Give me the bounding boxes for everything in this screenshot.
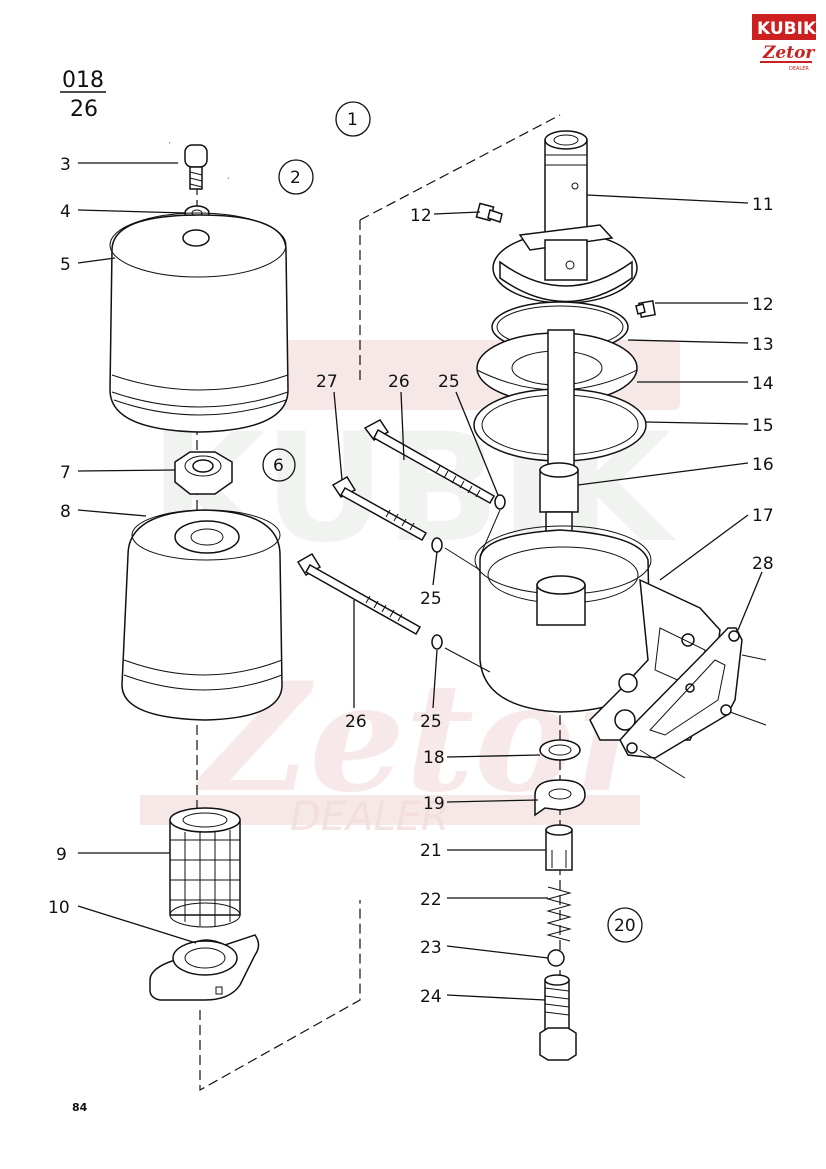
callout-9: 9 <box>56 845 67 865</box>
callout-12b: 12 <box>752 295 774 315</box>
callout-27: 27 <box>316 372 338 392</box>
callout-23: 23 <box>420 938 442 958</box>
callout-10: 10 <box>48 898 70 918</box>
filter-cover <box>109 212 289 433</box>
mesh-filter <box>169 807 241 928</box>
callout-11: 11 <box>752 195 774 215</box>
callout-26b: 26 <box>345 712 367 732</box>
page-number: 84 <box>72 1101 88 1114</box>
group-circle-2 <box>278 159 314 195</box>
ball-23 <box>547 949 565 967</box>
svg-text:6: 6 <box>273 456 284 476</box>
svg-text:KUBIK: KUBIK <box>757 19 817 39</box>
washer-25b <box>431 537 443 553</box>
bolt-26-lower <box>296 552 422 636</box>
svg-text:26: 26 <box>70 97 98 122</box>
callout-13: 13 <box>752 335 774 355</box>
callout-7: 7 <box>60 463 71 483</box>
svg-text:1: 1 <box>347 110 358 130</box>
group-code: 018 26 <box>60 68 106 122</box>
bleed-screw <box>169 141 229 190</box>
callout-25b: 25 <box>420 589 442 609</box>
wing-nut <box>149 934 260 1001</box>
callout-26a: 26 <box>388 372 410 392</box>
plug-screw-24 <box>539 974 577 1061</box>
callout-14: 14 <box>752 374 774 394</box>
svg-text:20: 20 <box>614 916 636 936</box>
small-screw-12a <box>475 202 503 223</box>
nut-7 <box>174 451 233 495</box>
washer-18 <box>539 739 581 761</box>
group-circle-1 <box>335 101 371 137</box>
group-circle-20 <box>607 907 643 943</box>
callout-12a: 12 <box>410 206 432 226</box>
svg-text:018: 018 <box>62 68 104 93</box>
svg-text:DEALER: DEALER <box>290 794 449 840</box>
callout-24: 24 <box>420 987 442 1007</box>
lock-washer-19 <box>534 779 586 817</box>
small-screw-12b <box>635 300 656 318</box>
assembly-line <box>359 114 561 221</box>
callout-3: 3 <box>60 155 71 175</box>
group-circles: 1 2 6 20 <box>262 101 643 943</box>
callout-22: 22 <box>420 890 442 910</box>
callout-15: 15 <box>752 416 774 436</box>
callout-16: 16 <box>752 455 774 475</box>
callout-5: 5 <box>60 255 71 275</box>
callout-8: 8 <box>60 502 71 522</box>
callout-17: 17 <box>752 506 774 526</box>
washer-hole <box>548 744 572 756</box>
gasket-plate-28 <box>619 627 743 759</box>
washer-hole <box>548 788 572 800</box>
central-tube <box>492 130 638 304</box>
bolt-27 <box>331 475 428 542</box>
washer-25c <box>431 634 443 650</box>
callout-4: 4 <box>60 202 71 222</box>
callout-18: 18 <box>423 748 445 768</box>
callout-28: 28 <box>752 554 774 574</box>
filter-housing <box>121 509 283 721</box>
group-circle-6 <box>262 448 296 482</box>
svg-text:2: 2 <box>290 168 301 188</box>
leader-lines <box>77 162 767 1001</box>
valve-piston-21 <box>545 824 573 871</box>
callout-21: 21 <box>420 841 442 861</box>
callout-19: 19 <box>423 794 445 814</box>
callout-25c: 25 <box>420 712 442 732</box>
svg-text:Zetor: Zetor <box>762 43 815 63</box>
callout-labels: 3 4 5 7 8 9 10 11 12 12 13 14 15 16 17 2… <box>48 155 774 1007</box>
svg-text:DEALER: DEALER <box>789 66 809 72</box>
spring-22 <box>546 886 572 942</box>
washer-25a <box>494 494 506 510</box>
assembly-line <box>199 900 361 1092</box>
kubik-zetor-logo: KUBIK Zetor DEALER <box>752 14 817 72</box>
callout-25a: 25 <box>438 372 460 392</box>
tube-section <box>547 329 575 471</box>
